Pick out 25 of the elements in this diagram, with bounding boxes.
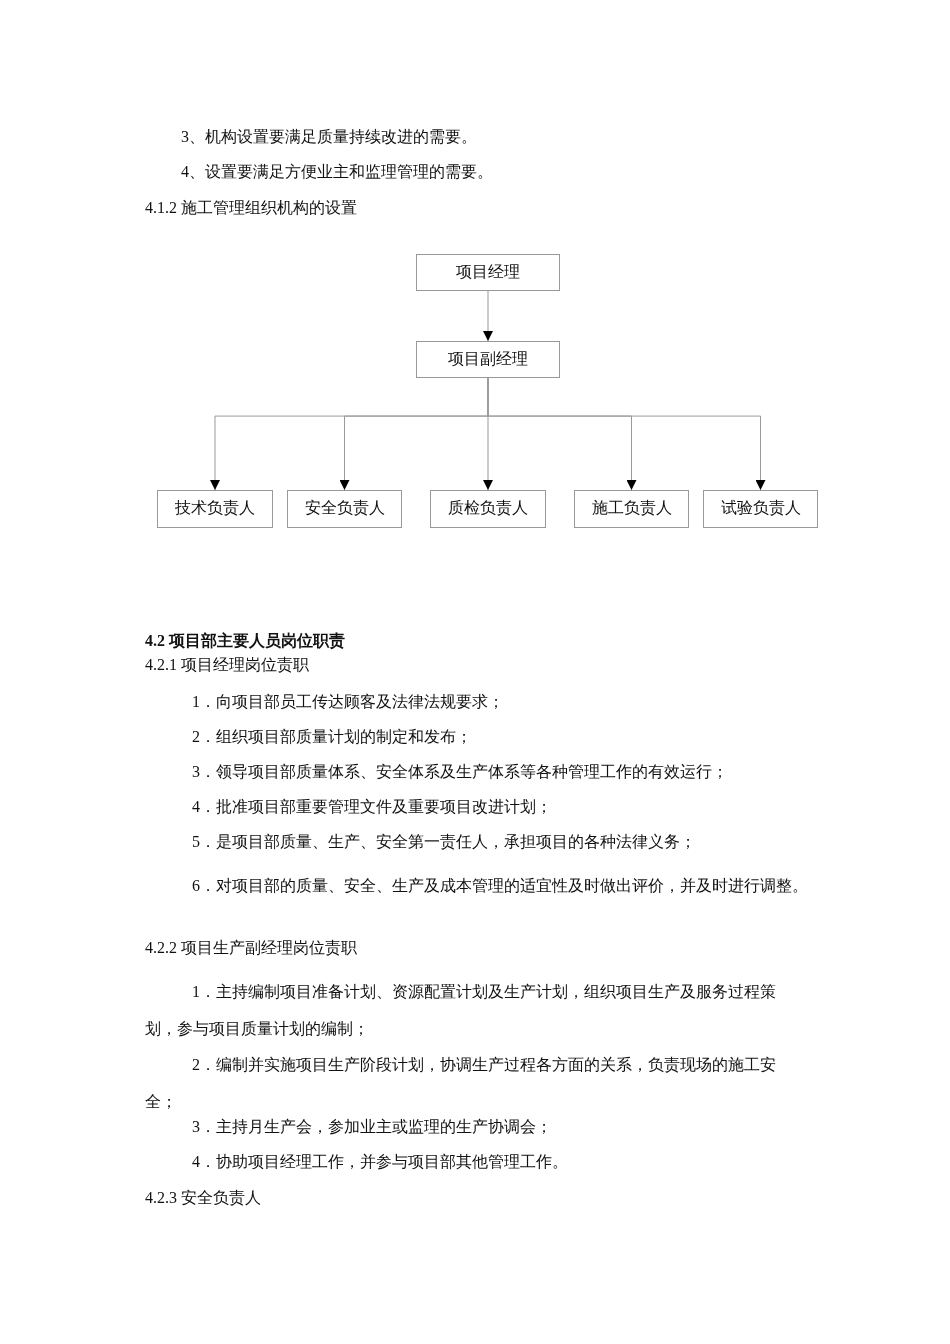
list-item: 1．向项目部员工传达顾客及法律法规要求； (192, 692, 505, 712)
list-item: 2．编制并实施项目生产阶段计划，协调生产过程各方面的关系，负责现场的施工安全； (145, 1055, 777, 1112)
section-heading: 4.1.2 施工管理组织机构的设置 (145, 198, 358, 218)
list-item: 3．主持月生产会，参加业主或监理的生产协调会； (191, 1117, 553, 1137)
org-box: 项目副经理 (416, 341, 560, 378)
paragraph: 3、机构设置要满足质量持续改进的需要。 (181, 127, 478, 147)
org-box: 施工负责人 (574, 490, 689, 528)
list-item: 1．主持编制项目准备计划、资源配置计划及生产计划，组织项目生产及服务过程策划，参与项目质量计划的编制； (145, 982, 777, 1039)
section-heading: 4.2 项目部主要人员岗位职责 (145, 631, 346, 651)
connector-arrow (483, 290, 493, 342)
list-item: 6．对项目部的质量、安全、生产及成本管理的适宜性及时做出评价，并及时进行调整。 (192, 876, 809, 896)
org-box: 质检负责人 (430, 490, 546, 528)
section-heading: 4.2.3 安全负责人 (145, 1188, 262, 1208)
org-box: 试验负责人 (703, 490, 818, 528)
section-heading: 4.2.2 项目生产副经理岗位责职 (145, 938, 358, 958)
paragraph: 4、设置要满足方便业主和监理管理的需要。 (181, 162, 494, 182)
list-item: 5．是项目部质量、生产、安全第一责任人，承担项目的各种法律义务； (192, 832, 697, 852)
list-item: 4．批准项目部重要管理文件及重要项目改进计划； (192, 797, 553, 817)
list-item: 2．组织项目部质量计划的制定和发布； (192, 727, 473, 747)
section-heading: 4.2.1 项目经理岗位责职 (145, 655, 310, 675)
org-box: 安全负责人 (287, 490, 402, 528)
org-box: 项目经理 (416, 254, 560, 291)
list-item: 4．协助项目经理工作，并参与项目部其他管理工作。 (191, 1152, 569, 1172)
list-item: 3．领导项目部质量体系、安全体系及生产体系等各种管理工作的有效运行； (192, 762, 729, 782)
org-box: 技术负责人 (157, 490, 273, 528)
